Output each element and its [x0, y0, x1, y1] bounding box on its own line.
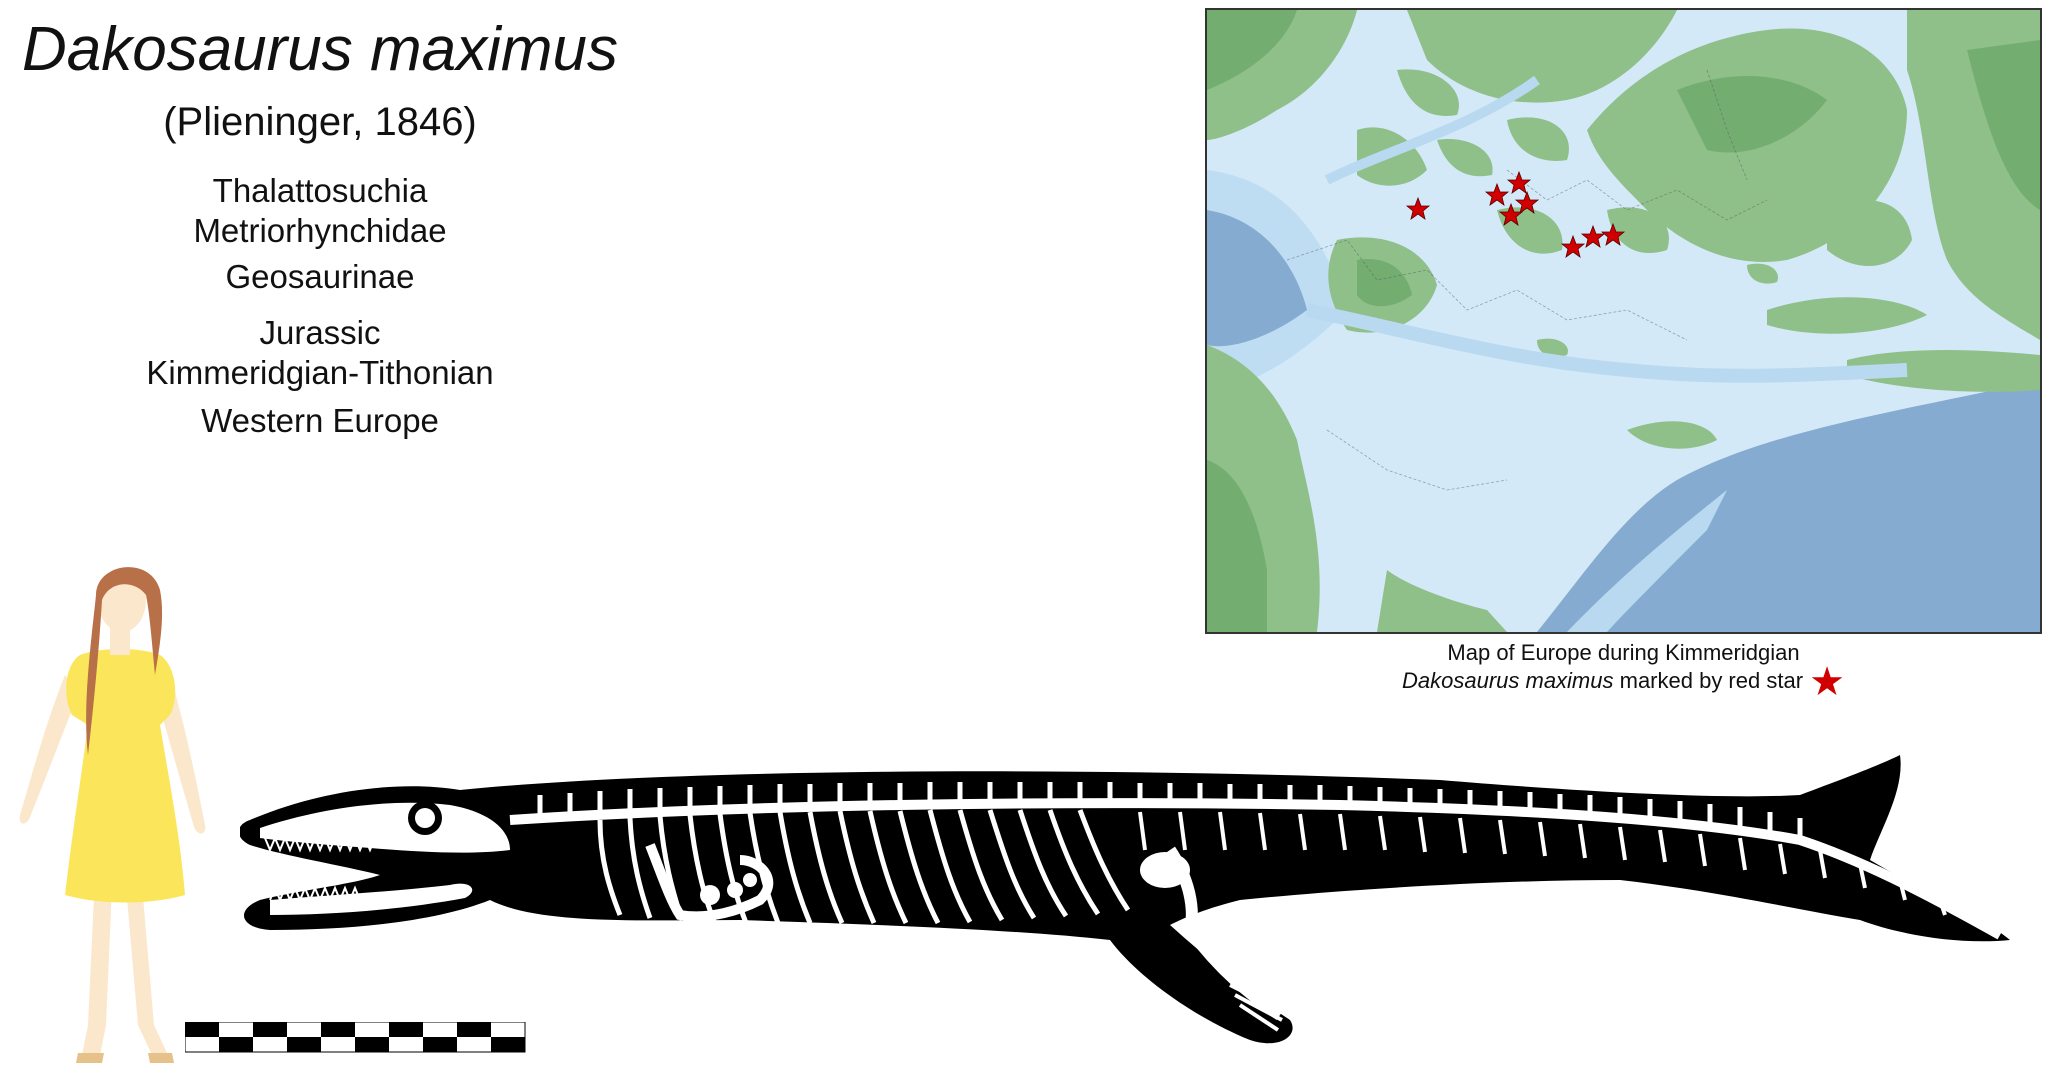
- map-caption-line1: Map of Europe during Kimmeridgian: [1447, 640, 1800, 665]
- species-title: Dakosaurus maximus: [21, 15, 619, 84]
- locality-markers: [1405, 170, 1626, 258]
- geographic-range: Western Europe: [201, 402, 439, 439]
- locality-star: [1600, 222, 1626, 246]
- locality-star: [1405, 196, 1431, 220]
- geologic-stage: Kimmeridgian-Tithonian: [146, 354, 494, 391]
- map-caption-rest: marked by red star: [1613, 668, 1804, 693]
- locality-star: [1560, 234, 1586, 258]
- taxon-subfamily: Geosaurinae: [225, 258, 415, 295]
- scale-bar: [185, 1022, 526, 1053]
- locality-star: [1506, 170, 1532, 194]
- locality-star: [1484, 182, 1510, 206]
- locality-star: [1498, 202, 1524, 226]
- skeletal-reconstruction: [240, 755, 2010, 1044]
- taxon-order: Thalattosuchia: [212, 172, 428, 209]
- locality-star: [1514, 190, 1540, 214]
- red-star-icon: ★: [1809, 660, 1845, 705]
- map-caption-line2: Dakosaurus maximus marked by red star ★: [1205, 662, 2042, 702]
- taxon-family: Metriorhynchidae: [193, 212, 447, 249]
- paleomap: [1205, 8, 2042, 634]
- paleomap-drawing: [1207, 10, 2040, 632]
- locality-star: [1580, 224, 1606, 248]
- human-scale-figure: [19, 567, 206, 1063]
- geologic-period: Jurassic: [259, 314, 381, 351]
- map-caption-species: Dakosaurus maximus: [1401, 668, 1614, 693]
- species-author: (Plieninger, 1846): [163, 100, 477, 144]
